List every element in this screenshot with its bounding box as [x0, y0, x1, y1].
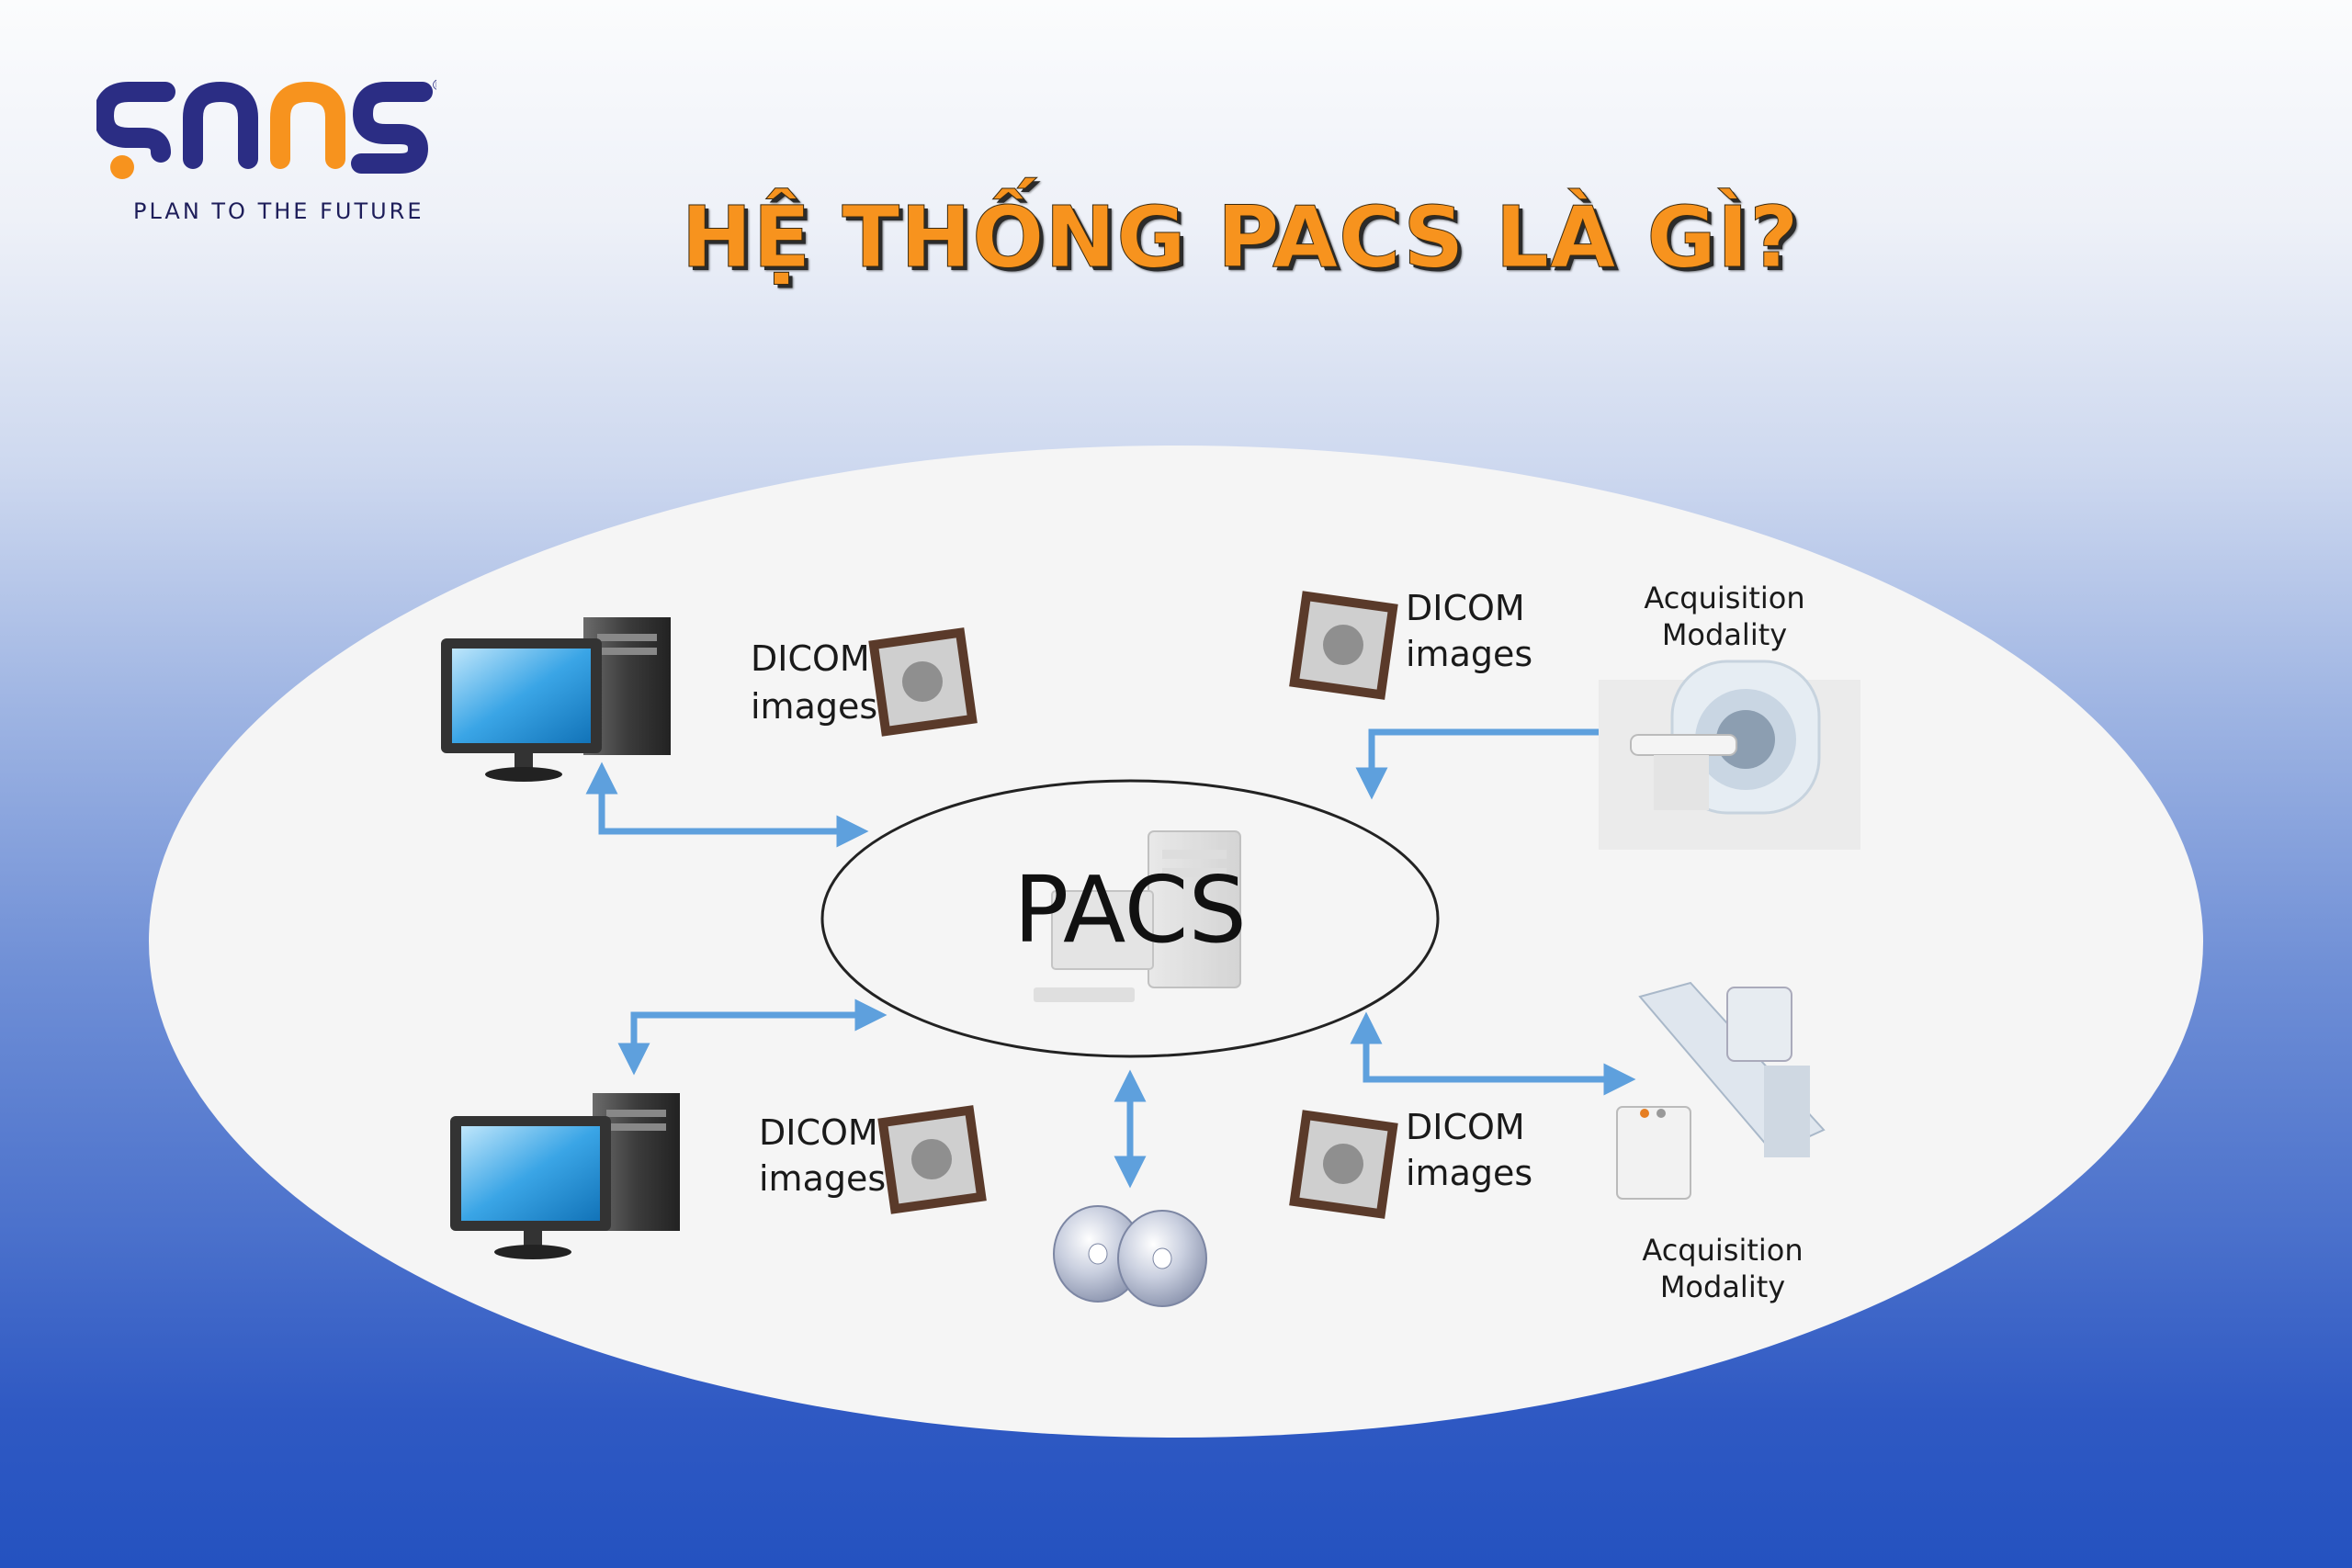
- page-title: HỆ THỐNG PACS LÀ GÌ?: [681, 188, 1800, 288]
- dicom-image-icon: [877, 1105, 987, 1214]
- dicom-label: images: [1406, 1153, 1532, 1193]
- modality-label: Modality: [1662, 617, 1787, 652]
- dicom-label: DICOM: [1406, 588, 1525, 628]
- arrow-modality-bottom: [1350, 1011, 1636, 1096]
- cd-disc-icon: [1053, 1205, 1207, 1307]
- dicom-image-icon: [1289, 1110, 1398, 1219]
- computer-icon: [441, 617, 671, 782]
- dicom-label: images: [1406, 634, 1532, 674]
- modality-label: Modality: [1660, 1269, 1785, 1304]
- connection-arrows: [585, 716, 1636, 1189]
- logo-tagline: PLAN TO THE FUTURE: [133, 198, 424, 224]
- modality-label: Acquisition: [1642, 1233, 1803, 1268]
- dicom-label: DICOM: [1406, 1107, 1525, 1147]
- dicom-label: DICOM: [751, 638, 870, 679]
- arrow-workstation-top: [585, 761, 869, 848]
- pacs-label: PACS: [1013, 856, 1247, 964]
- brand-logo: ® PLAN TO THE FUTURE: [93, 72, 446, 237]
- server-icon: [1034, 830, 1241, 1002]
- dicom-label: images: [759, 1158, 886, 1199]
- modality-label: Acquisition: [1644, 581, 1804, 615]
- pacs-hub: PACS: [820, 779, 1440, 1058]
- dicom-image-icon: [868, 627, 978, 737]
- dicom-label: images: [751, 686, 877, 727]
- mri-scanner-icon: [1599, 660, 1860, 850]
- dicom-label: DICOM: [759, 1112, 878, 1153]
- xray-machine-icon: [1616, 981, 1826, 1200]
- dicom-image-icon: [1289, 591, 1398, 700]
- suns-logo-mark: ®: [93, 76, 446, 179]
- pacs-ellipse: [820, 779, 1440, 1058]
- arrow-modality-top: [1355, 716, 1636, 800]
- arrow-workstation-bottom: [617, 998, 888, 1076]
- computer-icon: [450, 1093, 680, 1259]
